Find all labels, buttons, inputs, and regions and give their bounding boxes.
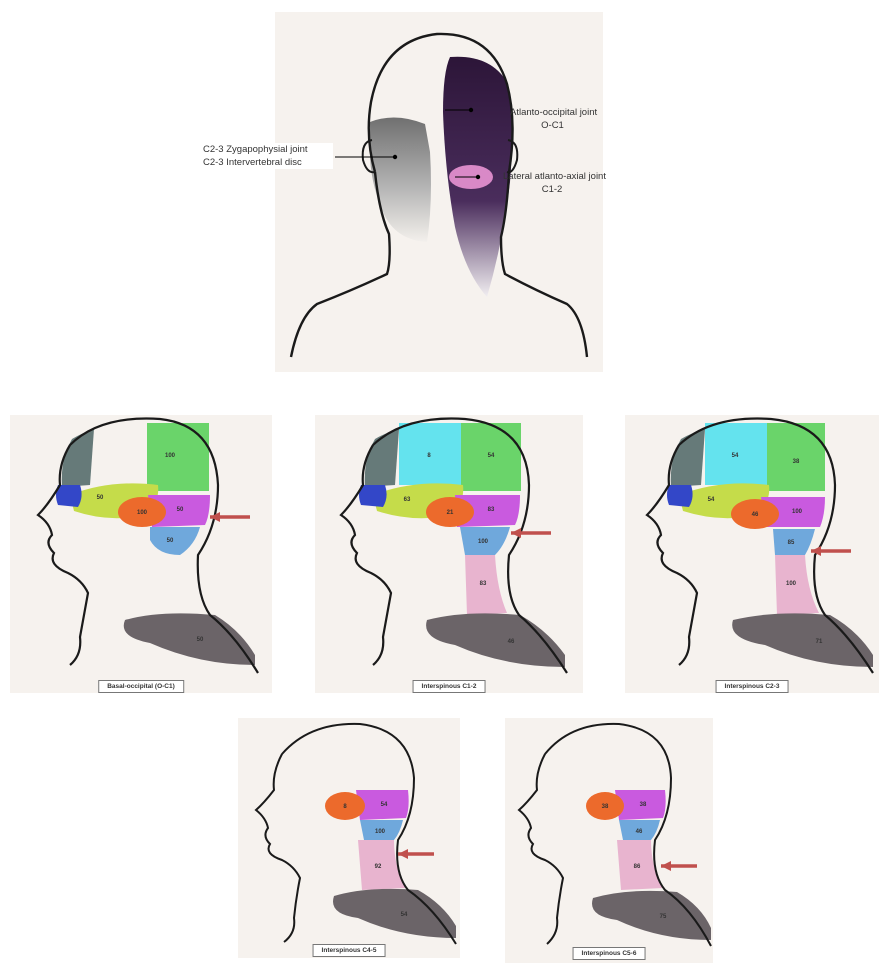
front-view-panel: Atlanto-occipital joint O-C1 Lateral atl… (275, 12, 603, 372)
zone-label-face: 50 (97, 495, 104, 501)
crown-zone (147, 423, 209, 491)
eye-zone (359, 485, 387, 507)
zone-label-lower-neck: 83 (480, 581, 487, 587)
zone-label-occiput: 83 (488, 507, 495, 513)
panel-basal-occipital: 100 50 100 50 50 50 Basal-occipital (O-C… (10, 415, 272, 693)
panel-interspinous-c2-3: 54 38 54 46 100 85 100 71 Interspinous C… (625, 415, 879, 693)
zone-label-face: 63 (404, 497, 411, 503)
eye-zone (56, 485, 82, 507)
zone-label-upper-neck: 50 (167, 538, 174, 544)
panel-interspinous-c4-5: 8 54 100 92 54 Interspinous C4-5 (238, 718, 460, 958)
zone-label-occiput: 38 (640, 802, 647, 808)
lateral-atlanto-axial-label: Lateral atlanto-axial joint (503, 170, 601, 183)
shoulder-zone (732, 613, 873, 667)
caption-interspinous-c2-3: Interspinous C2-3 (716, 680, 789, 693)
shoulder-zone (333, 889, 456, 938)
zone-label-upper-neck: 100 (478, 539, 489, 545)
zone-label-ear: 46 (752, 512, 759, 518)
zone-label-upper-neck: 85 (788, 540, 795, 546)
shoulder-zone (592, 891, 711, 940)
zone-label-top: 54 (732, 453, 739, 459)
panel-interspinous-c5-6: 38 38 46 86 75 Interspinous C5-6 (505, 718, 713, 963)
c23-zygapophysial-region (370, 117, 431, 242)
c23-zygapophysial-label: C2-3 Zygapophysial joint (203, 143, 333, 156)
zone-label-lower-neck: 100 (786, 581, 797, 587)
caption-basal-occipital: Basal-occipital (O-C1) (98, 680, 184, 693)
zone-label-occiput: 54 (381, 802, 388, 808)
zone-label-shoulder: 50 (197, 637, 204, 643)
zone-label-ear: 38 (602, 804, 609, 810)
caption-interspinous-c5-6: Interspinous C5-6 (573, 947, 646, 960)
caption-interspinous-c1-2: Interspinous C1-2 (413, 680, 486, 693)
zone-label-occiput: 50 (177, 507, 184, 513)
zone-label-crown: 38 (793, 459, 800, 465)
zone-label-shoulder: 71 (816, 639, 823, 645)
atlanto-occipital-label: Atlanto-occipital joint (510, 106, 595, 119)
zone-label-crown: 54 (488, 453, 495, 459)
zone-label-lower-neck: 92 (375, 864, 382, 870)
zone-label-face: 54 (708, 497, 715, 503)
zone-label-upper-neck: 46 (636, 829, 643, 835)
lower-neck-zone (775, 555, 819, 615)
caption-interspinous-c4-5: Interspinous C4-5 (313, 944, 386, 957)
zone-label-ear: 100 (137, 510, 148, 516)
eye-zone (667, 485, 693, 507)
zone-label-crown: 100 (165, 453, 176, 459)
zone-label-ear: 21 (447, 510, 454, 516)
crown-zone (767, 423, 825, 491)
zone-label-lower-neck: 86 (634, 864, 641, 870)
zone-label-shoulder: 75 (660, 914, 667, 920)
zone-label-shoulder: 54 (401, 912, 408, 918)
panel-interspinous-c1-2: 8 54 63 21 83 100 83 46 Interspinous C1-… (315, 415, 583, 693)
lateral-atlanto-axial-level: C1-2 (503, 183, 601, 196)
zone-label-occiput: 100 (792, 509, 803, 515)
zone-label-upper-neck: 100 (375, 829, 386, 835)
upper-neck-zone (150, 527, 200, 555)
c23-disc-label: C2-3 Intervertebral disc (203, 156, 333, 169)
zone-label-shoulder: 46 (508, 639, 515, 645)
atlanto-occipital-level: O-C1 (510, 119, 595, 132)
